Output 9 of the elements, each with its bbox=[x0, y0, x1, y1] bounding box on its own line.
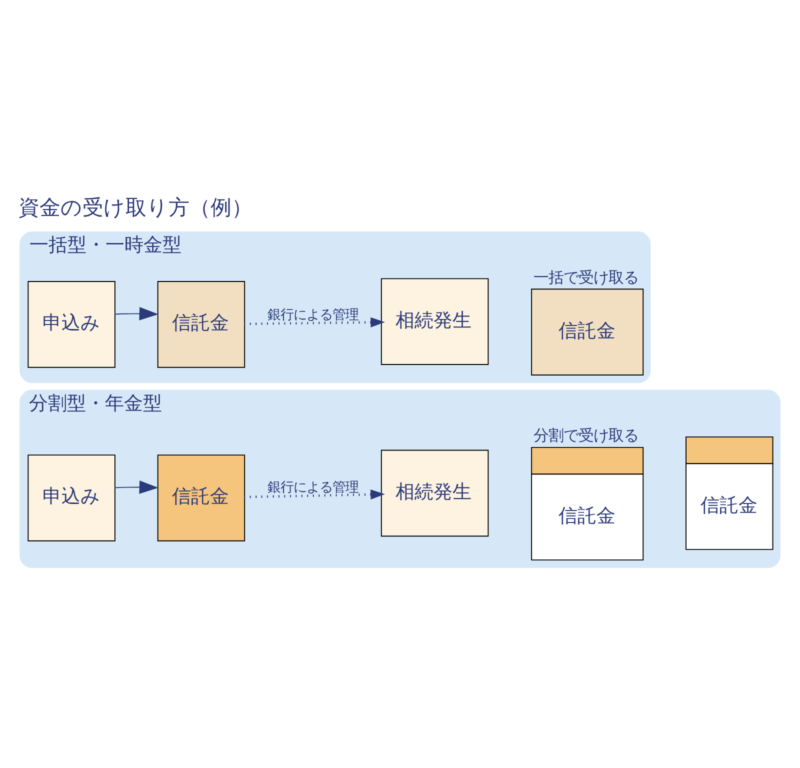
arrow bbox=[114, 480, 158, 494]
edge-label: 銀行による管理 bbox=[267, 307, 358, 322]
node-label: 一括で受け取る bbox=[533, 268, 638, 286]
node-label: 分割で受け取る bbox=[533, 426, 638, 444]
edge-label: 銀行による管理 bbox=[267, 480, 358, 495]
arrow bbox=[244, 316, 385, 327]
arrow bbox=[244, 488, 385, 500]
arrow bbox=[114, 306, 158, 320]
diagram-title: 資金の受け取り方（例） bbox=[18, 194, 252, 219]
